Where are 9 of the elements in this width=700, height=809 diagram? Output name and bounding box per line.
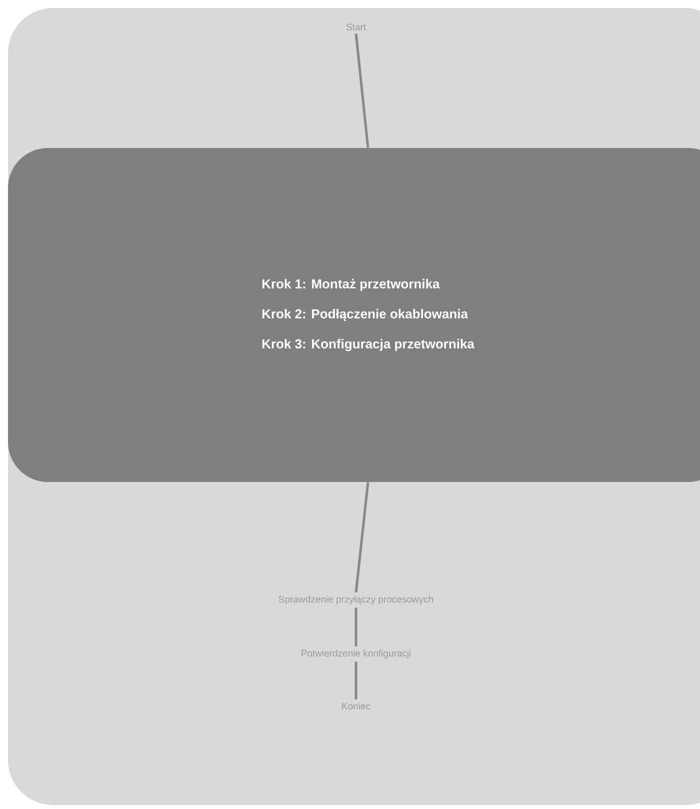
process-box: Krok 1: Montaż przetwornika Krok 2: Podłączenie okablowania Krok 3: Konfiguracja przetwornika (8, 148, 700, 482)
connector-line (354, 608, 358, 646)
connector-line (354, 482, 370, 592)
connector-line (354, 662, 358, 700)
step-label: Start (346, 24, 366, 30)
step-label: Sprawdzenie przyłączy procesowych (278, 596, 433, 604)
step-label: Koniec (342, 702, 370, 710)
connector-line (354, 33, 370, 148)
step-label: Potwierdzenie konfiguracji (302, 650, 411, 658)
